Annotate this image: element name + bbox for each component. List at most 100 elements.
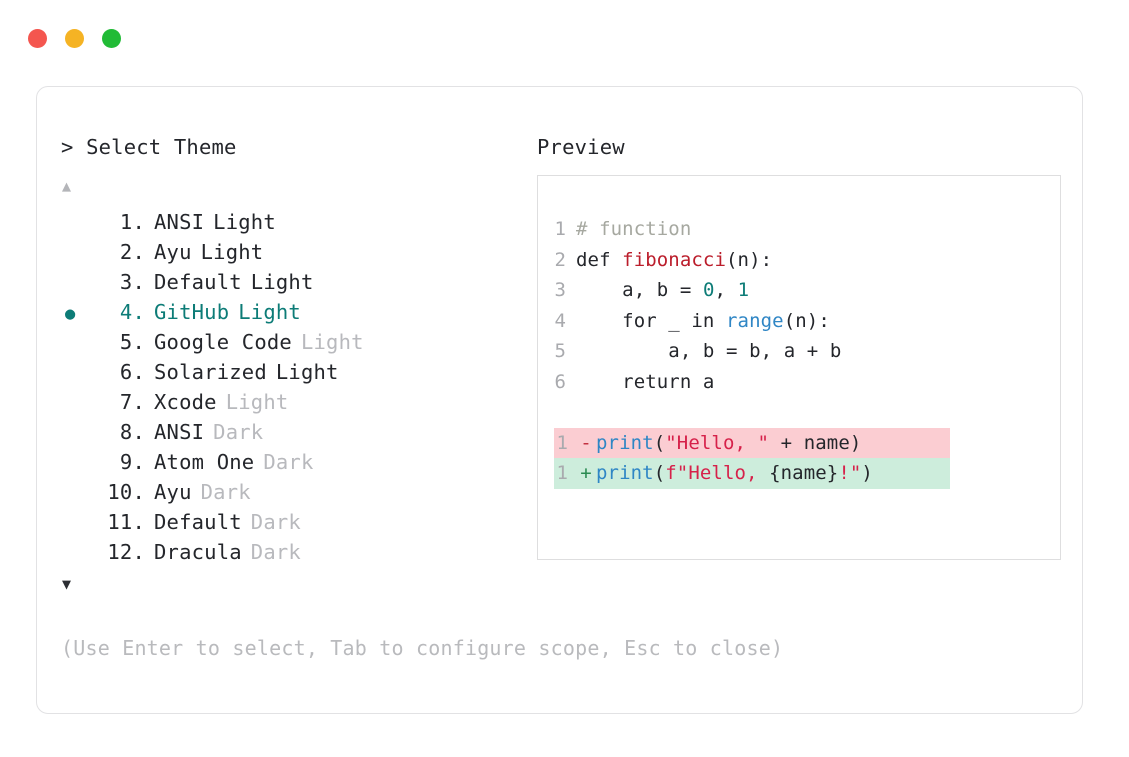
diff-line-added: 1+print(f"Hello, {name}!") [554,458,950,489]
theme-item-variant: Dark [200,480,251,504]
diff-line-content: print(f"Hello, {name}!") [596,458,873,489]
theme-item-index: 8. [119,420,145,444]
code-line: 4 for _ in range(n): [538,306,1060,337]
theme-item-index: 4. [119,300,145,324]
scroll-up-icon[interactable]: ▲ [62,177,72,195]
theme-item-variant: Dark [213,420,264,444]
line-number: 5 [554,340,566,362]
maximize-button[interactable] [102,29,121,48]
theme-item-name: Dracula [154,540,242,564]
theme-list-item[interactable]: 6. Solarized Light [61,357,521,387]
code-token: !" [838,462,862,484]
theme-item-variant: Dark [263,450,314,474]
theme-item-name: Default [154,270,242,294]
code-token: ( [653,462,666,484]
theme-list-item[interactable]: 1. ANSI Light [61,207,521,237]
theme-list-item[interactable]: 11. Default Dark [61,507,521,537]
theme-item-name: Default [154,510,242,534]
code-line-content: a, b = 0, 1 [576,275,749,306]
code-token: a, b = [576,279,703,301]
window-controls [28,29,121,48]
theme-item-variant: Light [250,270,314,294]
line-number: 3 [554,279,566,301]
theme-item-variant: Light [238,300,301,324]
theme-item-variant: Light [225,390,289,414]
code-token: fibonacci [622,248,727,271]
diff-marker: - [580,431,592,454]
code-token: 0 [702,279,715,301]
line-number: 4 [554,309,566,332]
theme-item-index: 5. [119,330,145,354]
theme-item-name: ANSI [154,420,205,444]
code-line: 2 def fibonacci(n): [538,245,1060,276]
close-button[interactable] [28,29,47,48]
line-number: 1 [554,218,566,240]
theme-item-name: Atom One [154,450,255,474]
theme-item-name: Solarized [154,360,267,384]
theme-list-item[interactable]: 3. Default Light [61,267,521,297]
theme-item-variant: Light [275,360,339,384]
code-token: 1 [737,279,750,301]
code-token: , [714,279,738,301]
theme-item-name: Google Code [154,330,292,354]
code-token: range [726,309,784,332]
line-number: 2 [554,248,566,271]
theme-item-index: 9. [119,450,145,474]
scroll-down-icon[interactable]: ▼ [62,575,72,593]
code-line-content: a, b = b, a + b [576,336,841,367]
theme-list-item[interactable]: 8. ANSI Dark [61,417,521,447]
keyboard-hint: (Use Enter to select, Tab to configure s… [61,636,784,660]
theme-item-name: Ayu [154,240,192,264]
code-token: + name) [769,431,862,454]
minimize-button[interactable] [65,29,84,48]
code-token: (n): [783,309,830,332]
theme-item-variant: Dark [250,510,301,534]
code-token: a, b = b, a + b [576,340,842,362]
code-line-content: return a [576,367,714,398]
theme-item-index: 6. [119,360,145,384]
theme-list-item[interactable]: 9. Atom One Dark [61,447,521,477]
code-line-content: # function [576,214,691,245]
theme-item-variant: Dark [250,540,301,564]
theme-item-name: ANSI [154,210,205,234]
code-token: (n): [726,248,773,271]
theme-list-item[interactable]: 12. Dracula Dark [61,537,521,567]
theme-item-index: 12. [107,540,145,564]
code-line: 3 a, b = 0, 1 [538,275,1060,306]
theme-item-index: 1. [119,210,145,234]
code-token: # function [576,218,692,240]
code-token: def [576,248,623,271]
code-line-content: def fibonacci(n): [576,245,772,276]
line-number: 6 [554,370,566,393]
theme-item-variant: Light [213,210,276,234]
theme-item-variant: Light [200,240,264,264]
code-token: {name} [769,462,839,484]
code-line: 1 # function [538,214,1060,245]
code-token: print [596,462,654,484]
line-number: 1 [556,462,568,484]
theme-item-name: Xcode [154,390,217,414]
code-line: 6 return a [538,367,1060,398]
code-token: for _ in [576,309,727,332]
code-line: 5 a, b = b, a + b [538,336,1060,367]
code-token: ) [861,462,873,484]
code-token: return a [576,370,715,393]
diff-line-removed: 1-print("Hello, " + name) [554,427,950,458]
code-token: ( [653,431,666,454]
preview-title: Preview [537,135,625,159]
theme-item-index: 11. [107,510,145,534]
theme-item-index: 7. [119,390,145,414]
code-token: print [596,431,654,454]
theme-item-index: 3. [119,270,145,294]
theme-list-item[interactable]: 7. Xcode Light [61,387,521,417]
